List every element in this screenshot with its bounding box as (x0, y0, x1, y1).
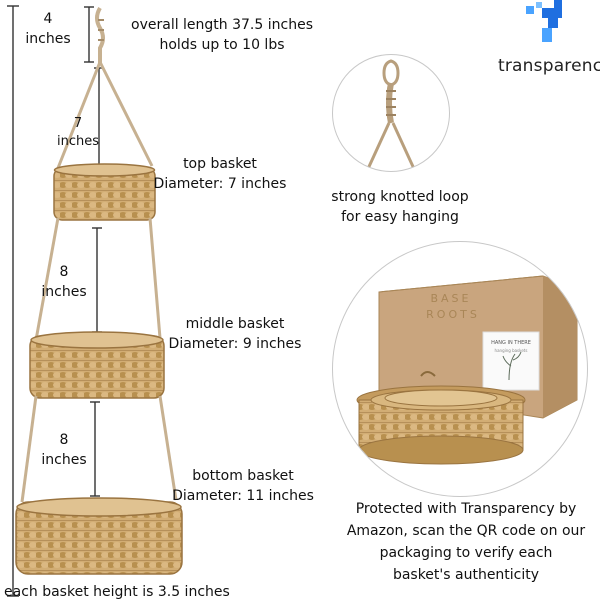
box-print-line2: ROOTS (426, 308, 480, 321)
loop-caption: strong knotted loop for easy hanging (331, 189, 469, 225)
transparency-logo: transparency (498, 0, 600, 80)
brand-name: transparency (498, 56, 600, 76)
top-basket-label: top basket Diameter: 7 inches (153, 156, 287, 192)
transparency-logo-icon (526, 0, 562, 42)
card-print-line1: HANG IN THERE (491, 340, 531, 346)
segment1-length-label: 7 inches (56, 116, 99, 149)
packaging-detail-circle: BASE ROOTS HANG IN THERE hanging baskets (332, 241, 588, 497)
packaging-box-image: BASE ROOTS HANG IN THERE hanging baskets (356, 275, 578, 465)
knotted-loop-image (365, 59, 417, 171)
loop-detail-circle (332, 54, 450, 172)
top-loop-length-label: 4 inches (25, 11, 71, 47)
middle-basket-label: middle basket Diameter: 9 inches (168, 316, 302, 352)
overall-spec-text: overall length 37.5 inches holds up to 1… (131, 17, 313, 53)
segment2-length-label: 8 inches (41, 264, 87, 300)
segment3-length-label: 8 inches (41, 432, 87, 468)
basket-height-note: each basket height is 3.5 inches (4, 584, 230, 600)
box-print-line1: BASE (430, 292, 471, 305)
bottom-basket-label: bottom basket Diameter: 11 inches (172, 468, 314, 504)
card-print-line2: hanging baskets (495, 348, 528, 353)
transparency-protection-text: Protected with Transparency by Amazon, s… (346, 501, 586, 583)
